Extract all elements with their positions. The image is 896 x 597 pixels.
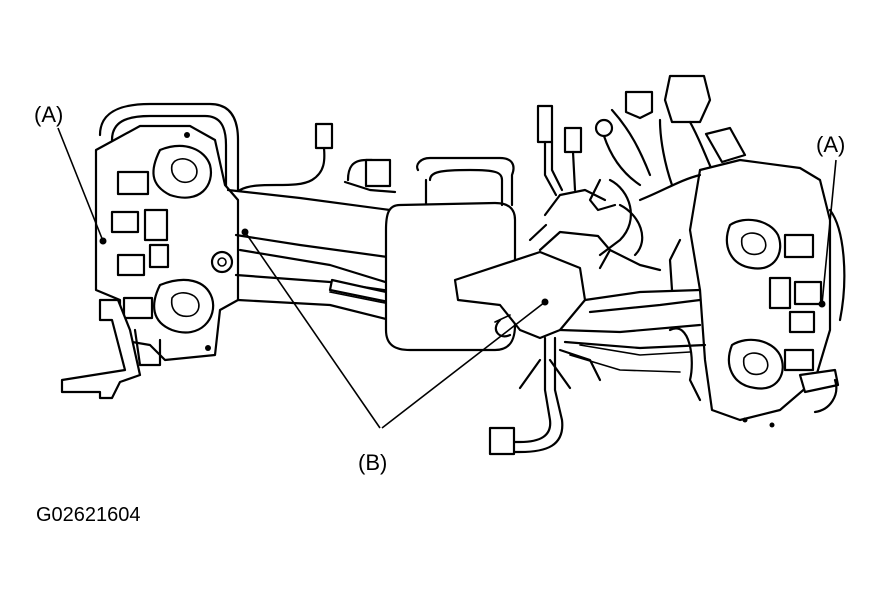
right-cylinder-head: [558, 158, 846, 428]
leader-a-left: [57, 127, 104, 242]
figure-code: G02621604: [36, 504, 141, 526]
center-junction: [453, 188, 612, 456]
callout-b: (B): [358, 450, 387, 475]
leader-b-right: [381, 301, 546, 429]
center-canister: [384, 156, 517, 352]
callout-a-left: (A): [34, 102, 63, 127]
upper-right-connectors: [536, 74, 747, 257]
leader-b-left: [244, 231, 381, 429]
leader-lines: [57, 127, 837, 429]
callout-a-right: (A): [816, 132, 845, 157]
left-cylinder-head: [60, 102, 240, 400]
leader-a-right: [821, 159, 837, 305]
